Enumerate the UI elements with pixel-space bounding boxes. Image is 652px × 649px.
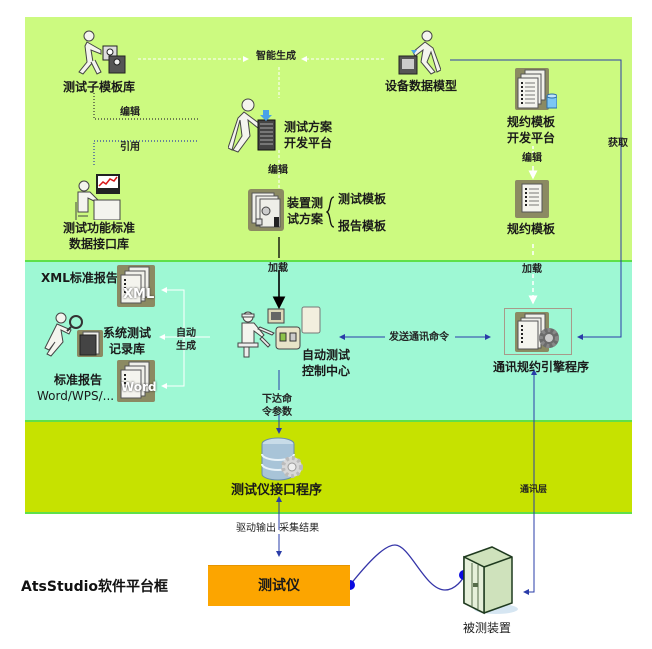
document-icon — [515, 180, 549, 218]
person-at-chart-desk-icon — [75, 174, 121, 220]
node-test-plan-dev-line2: 开发平台 — [284, 136, 333, 150]
word-document-icon: Word — [117, 360, 157, 402]
node-test-function-std-line1: 测试功能标准 — [63, 221, 136, 235]
edge-label-load-plan: 加载 — [268, 263, 288, 274]
server-cabinet-icon — [463, 546, 518, 615]
operator-workstation-icon — [237, 306, 321, 358]
edge-label-drive-collect: 驱动输出 采集结果 — [236, 523, 320, 534]
node-device-test-plan-line2: 试方案 — [287, 212, 324, 226]
node-protocol-template-dev-line1: 规约模板 — [507, 115, 556, 129]
edge-label-fetch: 获取 — [608, 138, 628, 149]
cable — [349, 544, 467, 591]
node-auto-test-center-line2: 控制中心 — [302, 364, 351, 378]
document-gear-icon — [515, 312, 559, 352]
database-gear-icon — [261, 437, 303, 481]
diagram-title: AtsStudio软件平台框 — [21, 579, 169, 595]
edge-label-send-comm-cmd: 发送通讯命令 — [389, 332, 449, 343]
xml-badge: XML — [123, 287, 155, 302]
node-xml-report: XML标准报告 — [41, 271, 118, 285]
edge-label-comm-layer: 通讯层 — [520, 485, 548, 495]
edge-label-edit: 编辑 — [120, 107, 140, 118]
test-instrument-box: 测试仪 — [208, 565, 350, 606]
node-test-template: 测试模板 — [338, 192, 387, 206]
node-test-sub-template-lib: 测试子模板库 — [63, 80, 136, 94]
person-with-magnifier-icon — [44, 312, 103, 357]
edge-label-load-protocol: 加载 — [522, 264, 542, 275]
edge-label-edit-protocol: 编辑 — [522, 153, 542, 164]
node-system-test-record-line2: 记录库 — [109, 342, 146, 356]
node-std-report-line1: 标准报告 — [54, 373, 103, 387]
edge-label-auto-generate-line2: 生成 — [176, 341, 196, 352]
node-device-under-test: 被测装置 — [463, 621, 512, 635]
node-device-data-model: 设备数据模型 — [385, 79, 458, 93]
person-pushing-files-icon — [78, 30, 126, 75]
person-with-document-icon — [228, 98, 276, 153]
edge-label-auto-generate-line1: 自动 — [176, 328, 196, 339]
band-interface-layer — [25, 420, 632, 514]
node-instrument-interface: 测试仪接口程序 — [231, 483, 323, 498]
node-system-test-record-line1: 系统测试 — [103, 326, 152, 340]
node-protocol-template-dev-line2: 开发平台 — [507, 131, 556, 145]
node-test-plan-dev-line1: 测试方案 — [284, 120, 333, 134]
document-stack-icon — [248, 189, 284, 231]
node-protocol-engine: 通讯规约引擎程序 — [493, 360, 590, 374]
node-report-template: 报告模板 — [338, 219, 387, 233]
node-std-report-line2: Word/WPS/... — [37, 389, 115, 403]
node-auto-test-center-line1: 自动测试 — [302, 348, 351, 362]
edge-label-reference: 引用 — [120, 142, 140, 153]
node-test-function-std-line2: 数据接口库 — [69, 237, 130, 251]
xml-document-icon: XML — [117, 265, 155, 307]
brace-icon — [326, 196, 335, 228]
edge-label-smart-generate: 智能生成 — [256, 51, 296, 62]
edge-label-issue-cmd-line2: 令参数 — [262, 407, 292, 418]
documents-database-icon — [515, 68, 557, 110]
edge-label-issue-cmd-line1: 下达命 — [262, 394, 292, 405]
node-device-test-plan-line1: 装置测 — [287, 196, 324, 210]
word-badge: Word — [121, 380, 157, 394]
person-with-device-icon — [398, 30, 441, 75]
node-test-instrument: 测试仪 — [258, 578, 300, 594]
protocol-engine-frame — [504, 308, 572, 355]
node-protocol-template: 规约模板 — [507, 222, 556, 236]
edge-label-edit-plan: 编辑 — [268, 165, 288, 176]
